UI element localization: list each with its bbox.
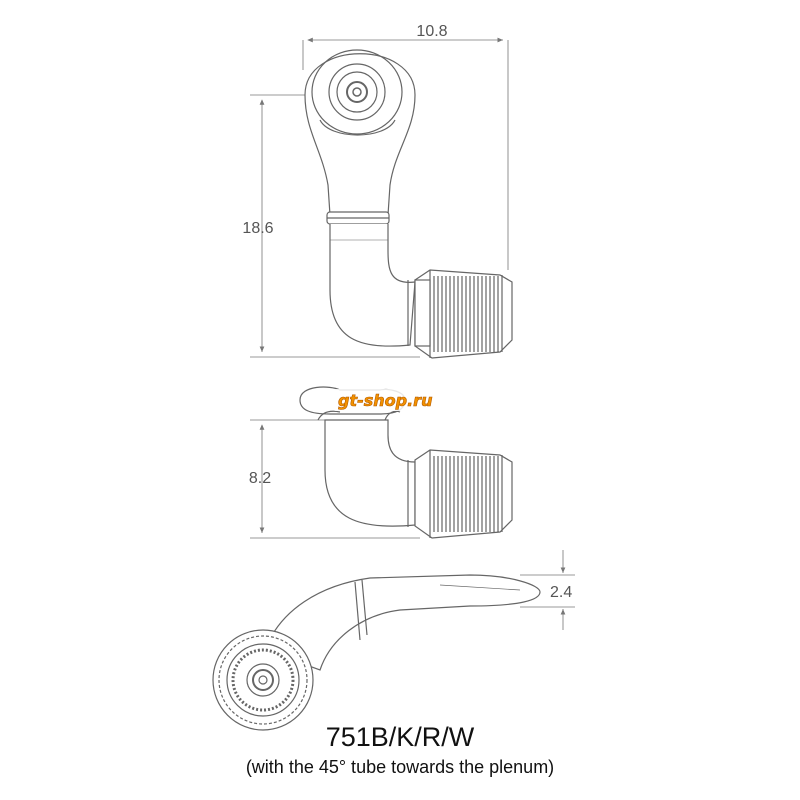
top-view — [250, 37, 513, 359]
watermark-logo: gt-shop.ru — [333, 389, 478, 411]
dim-label-height-side: 8.2 — [249, 470, 271, 487]
dimension-height-side — [250, 419, 420, 539]
air-filter-bottom — [212, 629, 314, 731]
part-number: 751B/K/R/W — [325, 722, 475, 752]
air-filter-side — [414, 449, 513, 539]
dimension-width-top — [302, 37, 509, 270]
intake-tube — [329, 224, 416, 347]
caption: (with the 45° tube towards the plenum) — [245, 757, 555, 777]
dim-label-depth-bottom: 2.4 — [550, 584, 572, 601]
dimension-depth-bottom — [520, 550, 575, 630]
air-filter-top — [414, 269, 513, 359]
intake-tube-side — [324, 419, 416, 527]
watermark-text: gt-shop.ru — [338, 391, 432, 410]
dim-label-height-top: 18.6 — [242, 220, 273, 237]
bottom-view — [212, 550, 575, 731]
dim-label-width-top: 10.8 — [416, 23, 447, 40]
